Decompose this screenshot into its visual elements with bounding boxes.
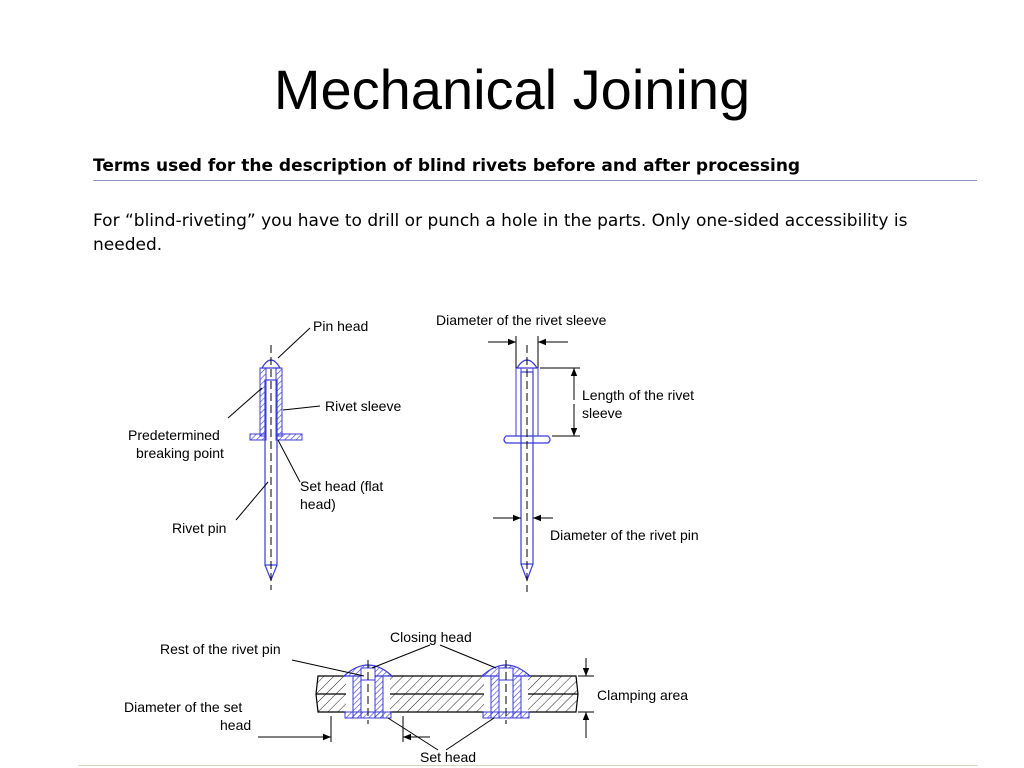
label-rivet-pin: Rivet pin	[172, 520, 226, 536]
label-set-head-1: Set head (flat	[300, 478, 383, 494]
intro-paragraph: For “blind-riveting” you have to drill o…	[93, 211, 908, 255]
label-length-sleeve-1: Length of the rivet	[582, 387, 694, 403]
label-diameter-set-head-1: Diameter of the set	[124, 699, 242, 715]
label-set-head-2: head)	[300, 496, 336, 512]
section-heading: Terms used for the description of blind …	[93, 156, 801, 176]
rivet-dimensions	[488, 336, 580, 592]
label-set-head-bottom: Set head	[420, 749, 476, 765]
label-rest-of-pin: Rest of the rivet pin	[160, 641, 281, 657]
label-closing-head: Closing head	[390, 629, 472, 645]
label-diameter-set-head-2: head	[220, 717, 251, 733]
label-length-sleeve-2: sleeve	[582, 405, 623, 421]
slide-title: Mechanical Joining	[273, 58, 751, 121]
label-predetermined-1: Predetermined	[128, 427, 220, 443]
label-diameter-pin: Diameter of the rivet pin	[550, 527, 699, 543]
label-diameter-sleeve: Diameter of the rivet sleeve	[436, 312, 607, 328]
bottom-divider	[78, 765, 978, 766]
label-rivet-sleeve: Rivet sleeve	[325, 398, 401, 414]
label-predetermined-2: breaking point	[136, 445, 224, 461]
label-pin-head: Pin head	[313, 318, 368, 334]
rivets-after-processing	[258, 644, 594, 751]
rivet-before-processing	[227, 327, 321, 590]
heading-divider	[93, 180, 977, 181]
label-clamping-area: Clamping area	[597, 687, 688, 703]
